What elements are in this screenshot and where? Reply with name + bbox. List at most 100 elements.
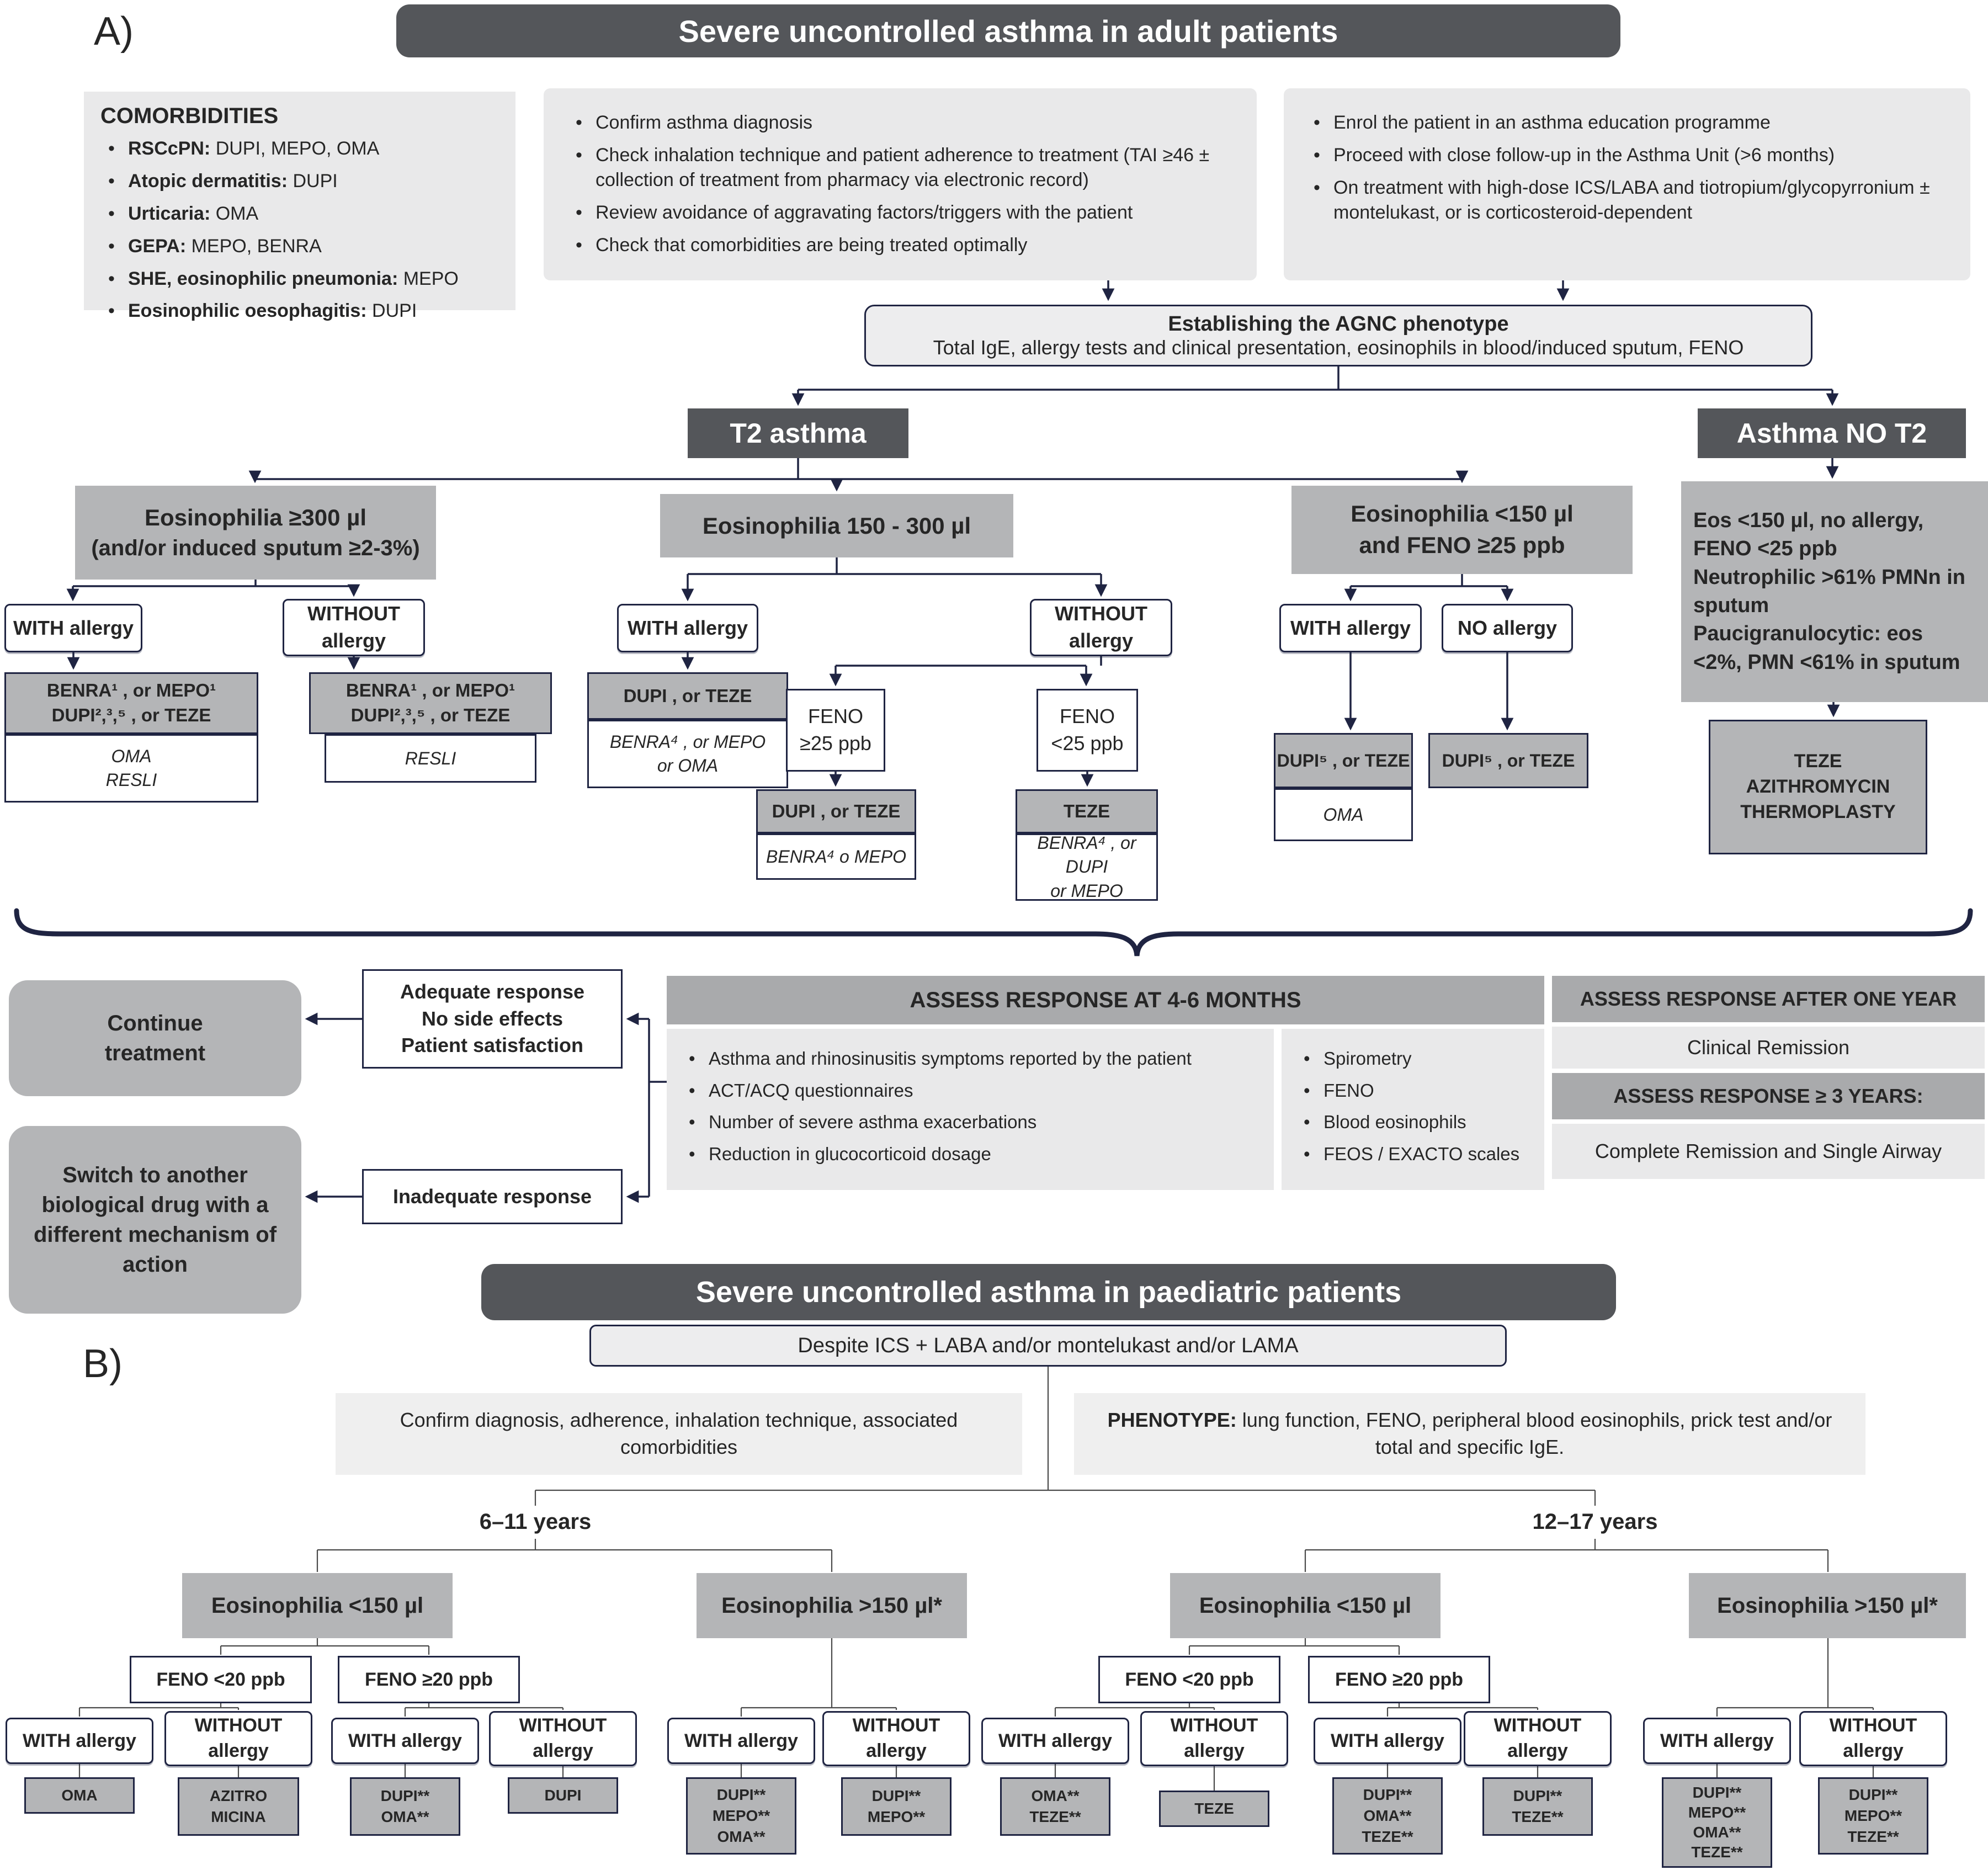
list-item: RSCcPN: DUPI, MEPO, OMA — [108, 136, 499, 161]
age-6-11-label: 6–11 years — [479, 1509, 592, 1534]
brace-divider — [14, 908, 1973, 957]
list-item: Number of severe asthma exacerbations — [689, 1110, 1259, 1134]
phenotype-node: PHENOTYPE: lung function, FENO, peripher… — [1074, 1393, 1865, 1475]
feno-lt20-12-17-node: FENO <20 ppb — [1098, 1656, 1280, 1703]
eos-ge300-node: Eosinophilia ≥300 µl (and/or induced spu… — [75, 486, 436, 580]
rx-alternative-node: BENRA⁴ , or DUPI or MEPO — [1016, 833, 1158, 901]
list-item: Eosinophilic oesophagitis: DUPI — [108, 299, 499, 323]
rx-node: DUPI** MEPO** — [841, 1777, 952, 1836]
age-12-17-label: 12–17 years — [1532, 1509, 1658, 1534]
assess-right-list: Spirometry FENO Blood eosinophils FEOS /… — [1296, 1046, 1530, 1166]
section-b-label: B) — [83, 1342, 123, 1386]
agnc-title: Establishing the AGNC phenotype — [1168, 312, 1509, 336]
rx-alternative-node: RESLI — [325, 734, 536, 783]
despite-node: Despite ICS + LABA and/or montelukast an… — [589, 1325, 1507, 1367]
feno-lt20-6-11-node: FENO <20 ppb — [130, 1656, 312, 1703]
enrolment-panel: Enrol the patient in an asthma education… — [1284, 88, 1970, 280]
rx-node: DUPI , or TEZE — [587, 672, 788, 720]
rx-node: BENRA¹ , or MEPO¹ DUPI²,³,⁵ , or TEZE — [4, 672, 258, 734]
agnc-subtitle: Total IgE, allergy tests and clinical pr… — [933, 336, 1744, 359]
comorbidities-list: RSCcPN: DUPI, MEPO, OMA Atopic dermatiti… — [100, 136, 499, 323]
switch-biological-node: Switch to another biological drug with a… — [9, 1126, 301, 1314]
rx-alternative-node: OMA — [1274, 788, 1413, 841]
without-allergy-node: WITHOUT allergy — [1799, 1711, 1947, 1766]
rx-node: DUPI** MEPO** OMA** TEZE** — [1662, 1777, 1772, 1868]
section-a-title: Severe uncontrolled asthma in adult pati… — [396, 4, 1620, 57]
assess-left-list: Asthma and rhinosinusitis symptoms repor… — [681, 1046, 1259, 1166]
eos-gt150-6-11-node: Eosinophilia >150 µl* — [697, 1573, 967, 1638]
without-allergy-node: WITHOUT allergy — [1140, 1711, 1288, 1766]
agnc-phenotype-node: Establishing the AGNC phenotype Total Ig… — [864, 305, 1812, 366]
branch2-without-allergy-node: WITHOUT allergy — [1030, 599, 1172, 656]
assess-one-year-title: ASSESS RESPONSE AFTER ONE YEAR — [1552, 976, 1985, 1022]
branch1-with-allergy-node: WITH allergy — [4, 604, 142, 652]
list-item: FENO — [1304, 1079, 1530, 1103]
rx-node: BENRA¹ , or MEPO¹ DUPI²,³,⁵ , or TEZE — [309, 672, 552, 734]
confirm-node: Confirm diagnosis, adherence, inhalation… — [336, 1393, 1022, 1475]
rx-node: DUPI — [508, 1777, 618, 1814]
list-item: Proceed with close follow-up in the Asth… — [1314, 143, 1948, 168]
branch2-with-allergy-node: WITH allergy — [617, 604, 758, 652]
asthma-no-t2-node: Asthma NO T2 — [1698, 408, 1966, 458]
rx-alternative-node: BENRA⁴ o MEPO — [756, 833, 916, 880]
list-item: SHE, eosinophilic pneumonia: MEPO — [108, 267, 499, 291]
eos-lt150-feno-node: Eosinophilia <150 µl and FENO ≥25 ppb — [1291, 486, 1633, 574]
section-a-label: A) — [94, 9, 134, 54]
with-allergy-node: WITH allergy — [1314, 1718, 1461, 1764]
with-allergy-node: WITH allergy — [1643, 1718, 1791, 1764]
rx-node: DUPI** OMA** — [350, 1777, 460, 1836]
rx-node: AZITRO MICINA — [178, 1777, 299, 1836]
eos-gt150-12-17-node: Eosinophilia >150 µl* — [1689, 1573, 1966, 1638]
eos-lt150-12-17-node: Eosinophilia <150 µl — [1170, 1573, 1440, 1638]
comorbidities-title: COMORBIDITIES — [100, 104, 279, 128]
rx-node: TEZE — [1016, 789, 1158, 833]
no-t2-criteria-node: Eos <150 µl, no allergy, FENO <25 ppb Ne… — [1681, 481, 1988, 702]
branch3-with-allergy-node: WITH allergy — [1279, 604, 1422, 652]
section-b-title: Severe uncontrolled asthma in paediatric… — [481, 1264, 1616, 1320]
assess-4-6-right-panel: Spirometry FENO Blood eosinophils FEOS /… — [1282, 1029, 1544, 1190]
verification-panel: Confirm asthma diagnosis Check inhalatio… — [544, 88, 1257, 280]
list-item: Check inhalation technique and patient a… — [576, 143, 1232, 193]
with-allergy-node: WITH allergy — [331, 1718, 479, 1764]
with-allergy-node: WITH allergy — [6, 1718, 153, 1764]
eos-150-300-node: Eosinophilia 150 - 300 µl — [660, 494, 1013, 557]
list-item: Atopic dermatitis: DUPI — [108, 169, 499, 194]
list-item: Confirm asthma diagnosis — [576, 110, 1232, 135]
list-item: Urticaria: OMA — [108, 201, 499, 226]
list-item: Enrol the patient in an asthma education… — [1314, 110, 1948, 135]
eos-lt150-6-11-node: Eosinophilia <150 µl — [182, 1573, 453, 1638]
without-allergy-node: WITHOUT allergy — [489, 1711, 637, 1766]
assess-3-years-title: ASSESS RESPONSE ≥ 3 YEARS: — [1552, 1073, 1985, 1119]
rx-node: DUPI⁵ , or TEZE — [1428, 733, 1588, 788]
rx-alternative-node: OMA RESLI — [4, 734, 258, 803]
verification-list: Confirm asthma diagnosis Check inhalatio… — [568, 110, 1232, 257]
rx-node: DUPI** MEPO** TEZE** — [1818, 1777, 1928, 1855]
complete-remission-row: Complete Remission and Single Airway — [1552, 1124, 1985, 1179]
rx-node: DUPI** TEZE** — [1482, 1777, 1593, 1836]
with-allergy-node: WITH allergy — [981, 1718, 1129, 1764]
branch1-without-allergy-node: WITHOUT allergy — [283, 599, 425, 656]
rx-alternative-node: BENRA⁴ , or MEPO or OMA — [587, 720, 788, 788]
rx-node: OMA** TEZE** — [1000, 1777, 1110, 1836]
continue-treatment-node: Continue treatment — [9, 980, 301, 1096]
feno-lt25-node: FENO <25 ppb — [1036, 689, 1138, 772]
without-allergy-node: WITHOUT allergy — [822, 1711, 970, 1766]
t2-asthma-node: T2 asthma — [688, 408, 908, 458]
list-item: Spirometry — [1304, 1046, 1530, 1071]
list-item: ACT/ACQ questionnaires — [689, 1079, 1259, 1103]
feno-ge20-12-17-node: FENO ≥20 ppb — [1308, 1656, 1490, 1703]
list-item: Check that comorbidities are being treat… — [576, 233, 1232, 258]
inadequate-response-node: Inadequate response — [362, 1169, 623, 1224]
list-item: GEPA: MEPO, BENRA — [108, 234, 499, 259]
enrolment-list: Enrol the patient in an asthma education… — [1306, 110, 1948, 225]
rx-node: DUPI** OMA** TEZE** — [1332, 1777, 1443, 1855]
rx-node: DUPI , or TEZE — [756, 789, 916, 833]
rx-node: DUPI⁵ , or TEZE — [1274, 733, 1413, 788]
with-allergy-node: WITH allergy — [667, 1718, 815, 1764]
list-item: Reduction in glucocorticoid dosage — [689, 1142, 1259, 1166]
without-allergy-node: WITHOUT allergy — [164, 1711, 312, 1766]
rx-node: OMA — [24, 1777, 135, 1814]
no-t2-rx-node: TEZE AZITHROMYCIN THERMOPLASTY — [1709, 720, 1927, 854]
